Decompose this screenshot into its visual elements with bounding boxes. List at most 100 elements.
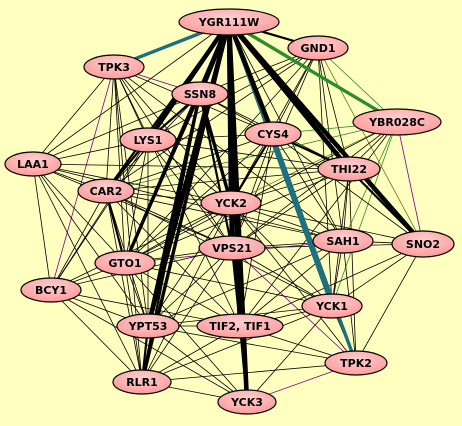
node-tpk3[interactable]: TPK3 [83,54,145,80]
edge-gnd1-gto1 [124,47,319,264]
edge-ygr111w-ybr028c [227,20,399,124]
edge-yck2-yck1 [230,202,333,307]
edge-ygr111w-sno2 [226,19,426,247]
node-cys4[interactable]: CYS4 [244,121,302,147]
node-yck1[interactable]: YCK1 [301,293,363,319]
node-ellipse [317,156,381,182]
node-label: BCY1 [35,284,67,297]
edge-cys4-sno2 [272,133,424,245]
node-car2[interactable]: CAR2 [77,178,135,204]
edge-lys1-bcy1 [50,139,149,291]
edge-ygr111w-tif2-tif1 [226,19,243,329]
node-label: YPT53 [128,320,168,333]
node-thi22[interactable]: THI22 [317,156,381,182]
node-ellipse [119,127,177,153]
edge-thi22-car2 [105,168,350,192]
node-ellipse [198,235,266,261]
edge-ypt53-tpk2 [147,325,357,364]
node-ellipse [83,54,145,80]
node-label: CAR2 [90,185,123,198]
node-label: YCK1 [315,300,348,313]
node-gto1[interactable]: GTO1 [94,250,156,276]
node-ellipse [244,121,302,147]
edge-cys4-sah1 [272,133,344,242]
edge-sah1-ypt53 [147,240,344,327]
edge-car2-bcy1 [50,190,107,291]
node-tpk2[interactable]: TPK2 [324,350,388,376]
edge-vps21-rlr1 [141,247,233,383]
edge-yck1-yck3 [246,305,333,403]
node-label: SNO2 [406,238,440,251]
edge-yck1-rlr1 [141,305,333,383]
edge-tpk3-laa1 [32,66,115,165]
node-label: TPK2 [340,357,372,370]
edge-sah1-tif2-tif1 [239,240,344,327]
edge-laa1-gto1 [32,163,126,264]
node-yck3[interactable]: YCK3 [217,389,277,415]
node-ssn8[interactable]: SSN8 [171,81,229,107]
edge-bcy1-rlr1 [50,289,143,383]
edge-tpk3-car2 [105,66,115,192]
node-laa1[interactable]: LAA1 [4,151,62,177]
node-ellipse [4,151,62,177]
edge-yck2-sno2 [230,202,424,245]
edge-vps21-ypt53 [147,247,233,327]
node-ybr028c[interactable]: YBR028C [352,108,442,136]
node-ellipse [352,108,442,136]
edge-thi22-vps21 [231,168,350,249]
edge-ybr028c-car2 [105,121,398,192]
edge-ybr028c-yck1 [331,121,398,307]
node-label: THI22 [331,163,367,176]
edge-ygr111w-ypt53 [145,19,232,329]
node-ypt53[interactable]: YPT53 [116,313,180,339]
edge-lys1-gto1 [124,139,149,264]
node-ellipse [301,293,363,319]
node-label: GND1 [300,42,335,55]
node-rlr1[interactable]: RLR1 [112,369,172,395]
node-label: YCK2 [214,197,247,210]
node-ellipse [77,178,135,204]
edge-vps21-tpk2 [231,247,357,364]
edge-cys4-tif2-tif1 [239,133,274,327]
node-ellipse [217,389,277,415]
node-ellipse [116,313,180,339]
edge-thi22-tpk2 [348,168,357,364]
node-gnd1[interactable]: GND1 [287,35,349,61]
edge-laa1-sah1 [32,163,344,242]
node-ellipse [287,35,349,61]
node-lys1[interactable]: LYS1 [119,127,177,153]
node-ellipse [171,81,229,107]
edge-ybr028c-sno2 [396,121,424,245]
node-label: YGR111W [198,16,260,29]
node-sah1[interactable]: SAH1 [312,228,374,254]
edge-laa1-yck2 [32,163,232,204]
edge-car2-rlr1 [105,190,143,383]
edge-tpk3-bcy1 [50,66,115,291]
node-tif2-tif1[interactable]: TIF2, TIF1 [196,313,284,339]
edge-yck2-tpk2 [230,202,357,364]
edge-laa1-rlr1 [32,163,143,383]
edge-ygr111w-cys4 [226,19,276,137]
node-bcy1[interactable]: BCY1 [20,277,82,303]
node-vps21[interactable]: VPS21 [198,235,266,261]
node-yck2[interactable]: YCK2 [200,190,262,216]
node-label: TPK3 [98,61,130,74]
node-ygr111w[interactable]: YGR111W [178,8,280,36]
node-label: LYS1 [134,134,163,147]
node-label: LAA1 [17,158,49,171]
edge-gnd1-cys4 [272,47,319,135]
node-ellipse [196,313,284,339]
node-label: YCK3 [230,396,263,409]
edge-laa1-vps21 [32,163,233,249]
edge-yck2-rlr1 [141,202,232,383]
edge-ybr028c-vps21 [231,121,398,249]
node-label: RLR1 [126,376,158,389]
node-sno2[interactable]: SNO2 [391,230,455,258]
edge-gnd1-car2 [105,47,319,192]
node-ellipse [324,350,388,376]
node-label: TIF2, TIF1 [209,320,271,333]
node-ellipse [112,369,172,395]
node-label: VPS21 [212,242,252,255]
